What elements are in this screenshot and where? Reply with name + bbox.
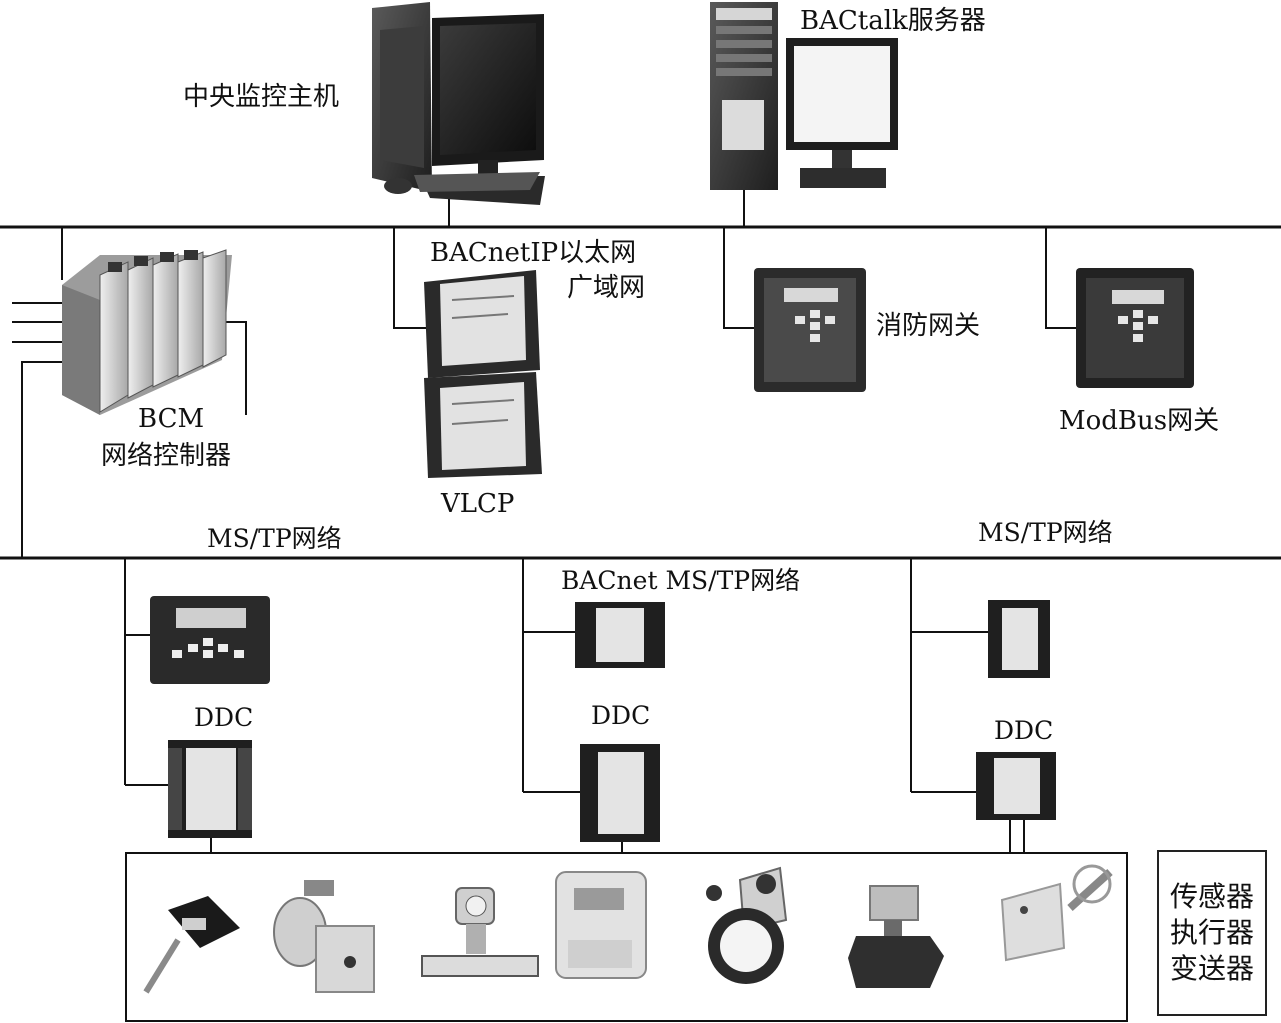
top-connectors	[12, 185, 1082, 558]
vlcp-label: VLCP	[441, 489, 515, 519]
pressure-transmitter-icon	[143, 896, 240, 994]
transmitter-label: 变送器	[1169, 952, 1254, 985]
gas-detector-icon	[555, 871, 647, 979]
operator-display-panel-icon	[150, 596, 270, 684]
fire-gateway-icon	[754, 268, 866, 392]
ddc-middle-label: DDC	[591, 701, 651, 730]
modbus-gateway-label: ModBus网关	[1059, 406, 1220, 436]
motorized-valve-icon	[848, 885, 944, 988]
vlcp-controller-icon	[424, 270, 542, 478]
actuator-label: 执行器	[1169, 916, 1254, 949]
bactalk-server-icon	[710, 2, 898, 190]
ddc-controller-middle-upper-icon	[575, 602, 665, 668]
ddc-controller-right-upper-icon	[988, 600, 1050, 678]
temperature-humidity-sensor-icon	[1000, 864, 1113, 962]
sensor-label: 传感器	[1169, 880, 1254, 913]
coriolis-meter-icon	[421, 887, 539, 977]
flow-meter-icon	[273, 880, 375, 993]
bottom-connectors	[124, 558, 1025, 853]
modbus-gateway-icon	[1076, 268, 1194, 388]
ddc-controller-middle-icon	[580, 744, 660, 842]
network-controller-label: 网络控制器	[101, 441, 232, 471]
bcm-label: BCM	[138, 404, 205, 434]
fire-gateway-label: 消防网关	[876, 311, 981, 341]
mstp-left-label: MS/TP网络	[207, 524, 342, 553]
bcm-controller-icon	[62, 249, 232, 415]
ddc-right-label: DDC	[994, 716, 1054, 745]
mstp-right-label: MS/TP网络	[978, 518, 1113, 547]
field-devices-legend: 传感器 执行器 变送器	[1157, 850, 1267, 1016]
ddc-left-label: DDC	[194, 703, 254, 732]
field-devices-frame	[125, 852, 1128, 1022]
bactalk-server-label: BACtalk服务器	[800, 6, 986, 36]
bacnet-mstp-label: BACnet MS/TP网络	[561, 566, 801, 595]
ddc-controller-left-icon	[168, 740, 252, 838]
electromagnetic-flowmeter-icon	[706, 866, 788, 984]
central-host-computer-icon	[372, 2, 545, 205]
central-host-label: 中央监控主机	[183, 82, 340, 112]
wan-label: 广域网	[567, 273, 646, 303]
ddc-controller-right-icon	[976, 752, 1056, 820]
bacnet-ip-label: BACnetIP以太网	[430, 238, 637, 268]
